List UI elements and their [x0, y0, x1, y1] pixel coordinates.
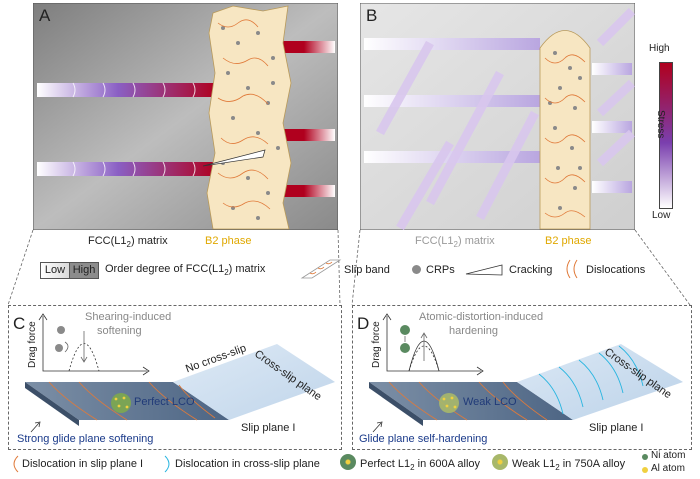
slip-band — [273, 185, 335, 197]
panel-d-lco-label: Weak LCO — [463, 396, 517, 408]
panel-d-annotation-1: Atomic-distortion-induced — [419, 311, 544, 323]
perfect-text: Perfect L1 — [360, 458, 411, 470]
panel-c-glide-label: Strong glide plane softening — [17, 433, 154, 445]
slip-band — [592, 63, 632, 75]
plot-axes — [386, 316, 481, 372]
slip-band — [273, 41, 335, 53]
panel-a-phase-label: B2 phase — [205, 235, 252, 247]
stress-low-label: Low — [652, 210, 671, 221]
cracking-icon — [465, 264, 503, 276]
crack — [202, 149, 266, 167]
panel-c-letter: C — [13, 314, 26, 333]
slip-band-icon — [300, 259, 342, 279]
perfect-l12-label: Perfect L12 in 600A alloy — [360, 458, 480, 472]
slip-band — [37, 83, 217, 97]
order-degree-text: Order degree of FCC(L1 — [105, 262, 225, 275]
matrix-label-suffix: ) matrix — [130, 235, 168, 247]
panel-b-letter: B — [366, 6, 378, 25]
panel-b: B — [359, 2, 636, 231]
panel-c-annotation-1: Shearing-induced — [85, 311, 172, 323]
slip-plane-index: I — [292, 422, 296, 434]
panel-a: A — [32, 2, 339, 231]
panel-d-slip-plane-label: Slip plane I — [589, 422, 643, 434]
disl-slip-text: Dislocation in slip plane — [22, 458, 137, 470]
perfect-suffix: in 600A alloy — [414, 458, 481, 470]
al-atom-label: Al atom — [651, 463, 685, 474]
dislocation-icon — [566, 259, 578, 279]
panel-c-y-axis-label: Drag force — [27, 321, 38, 368]
panel-a-matrix-label: FCC(L12) matrix — [88, 235, 168, 249]
dislocations-label: Dislocations — [586, 264, 646, 276]
perfect-l12-icon — [340, 454, 356, 470]
panel-b-phase-label: B2 phase — [545, 235, 592, 247]
ni-atom-icon — [642, 454, 648, 460]
weak-l12-icon — [492, 454, 508, 470]
matrix-label-text: FCC(L1 — [415, 235, 454, 247]
matrix-label-sub: 2 — [453, 240, 458, 250]
disl-slip-index: I — [140, 458, 144, 470]
slip-band — [364, 95, 540, 107]
order-low-box: Low — [40, 261, 69, 279]
slip-band — [592, 121, 632, 133]
weak-l12-label: Weak L12 in 750A alloy — [512, 458, 625, 472]
weak-sub: 2 — [555, 463, 560, 473]
slip-band — [592, 181, 632, 193]
stress-color-bar — [659, 62, 673, 209]
order-degree-suffix: ) matrix — [228, 262, 266, 275]
panel-a-illustration — [32, 2, 339, 231]
slip-plane-surface — [369, 382, 573, 420]
panel-b-matrix-label: FCC(L12) matrix — [415, 235, 495, 249]
panel-d-annotation-2: hardening — [449, 325, 498, 337]
panel-c-illustration — [25, 313, 335, 433]
panel-c-annotation-2: softening — [97, 325, 142, 337]
slip-band — [364, 38, 540, 50]
matrix-label-text: FCC(L1 — [88, 235, 127, 247]
panel-d-illustration — [369, 313, 683, 433]
slip-band — [273, 129, 335, 141]
panel-d-glide-label: Glide plane self-hardening — [359, 433, 488, 445]
panel-d-y-axis-label: Drag force — [371, 321, 382, 368]
panel-c-slip-plane-label: Slip plane I — [241, 422, 295, 434]
crps-icon — [412, 265, 421, 274]
weak-suffix: in 750A alloy — [559, 458, 626, 470]
b2-phase-region — [539, 30, 591, 230]
panel-c: C Drag force Shearing-induced softening … — [8, 305, 342, 450]
disl-slip-label: Dislocation in slip plane I — [22, 458, 143, 470]
weak-lco-cluster — [439, 393, 459, 413]
perfect-sub: 2 — [410, 463, 415, 473]
cross-slip-plane-surface — [173, 344, 335, 420]
slip-plane-index: I — [640, 422, 644, 434]
panel-d: D Drag force Atomic-distortion-induced h… — [352, 305, 692, 450]
al-atom-icon — [642, 467, 648, 473]
cracking-label: Cracking — [509, 264, 553, 276]
order-degree-label: Order degree of FCC(L12) matrix — [105, 263, 265, 277]
plot-axes — [42, 316, 147, 372]
slip-dislocation-icon — [13, 455, 19, 473]
panel-b-illustration — [359, 2, 636, 231]
stress-high-label: High — [649, 43, 670, 54]
order-high-box: High — [69, 261, 99, 279]
disl-cross-label: Dislocation in cross-slip plane — [175, 458, 320, 470]
panel-a-letter: A — [39, 6, 51, 25]
cross-dislocation-icon — [164, 455, 170, 473]
perfect-lco-cluster — [111, 393, 131, 413]
slip-plane-text: Slip plane — [241, 422, 290, 434]
order-degree-sub: 2 — [224, 268, 229, 278]
slip-band-label: Slip band — [344, 264, 390, 276]
slip-plane-text: Slip plane — [589, 422, 638, 434]
drag-force-curve — [408, 345, 440, 372]
matrix-label-sub: 2 — [126, 240, 131, 250]
matrix-label-suffix: ) matrix — [457, 235, 495, 247]
ni-atom-label: Ni atom — [651, 450, 686, 461]
panel-c-lco-label: Perfect LCO — [134, 396, 195, 408]
slip-band — [37, 162, 217, 176]
panel-d-letter: D — [357, 314, 370, 333]
crps-label: CRPs — [426, 264, 455, 276]
weak-text: Weak L1 — [512, 458, 556, 470]
